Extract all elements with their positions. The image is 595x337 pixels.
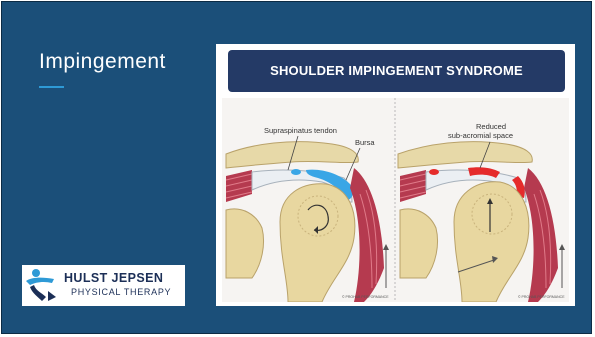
clinic-logo: HULST JEPSEN PHYSICAL THERAPY (22, 265, 185, 306)
right-panel-credit: © PROHAB PERFORMANCE (518, 295, 565, 299)
logo-subtitle: PHYSICAL THERAPY (71, 287, 171, 297)
slide-title: Impingement (39, 50, 166, 74)
label-supraspinatus-tendon: Supraspinatus tendon (264, 126, 337, 135)
title-underline (39, 86, 64, 88)
figure-panels: Supraspinatus tendon Bursa © PROHAB PERF… (222, 98, 569, 302)
left-shoulder-illustration (226, 136, 389, 302)
shoulder-figure: SHOULDER IMPINGEMENT SYNDROME (216, 44, 575, 306)
label-reduced: Reduced (476, 122, 506, 131)
label-sub-acromial-space: sub-acromial space (448, 131, 513, 140)
figure-banner: SHOULDER IMPINGEMENT SYNDROME (228, 50, 565, 92)
logo-name: HULST JEPSEN (64, 271, 163, 285)
left-panel-credit: © PROHAB PERFORMANCE (342, 295, 389, 299)
person-figure-icon (24, 267, 60, 304)
right-shoulder-illustration (398, 142, 565, 302)
label-bursa: Bursa (355, 138, 375, 147)
